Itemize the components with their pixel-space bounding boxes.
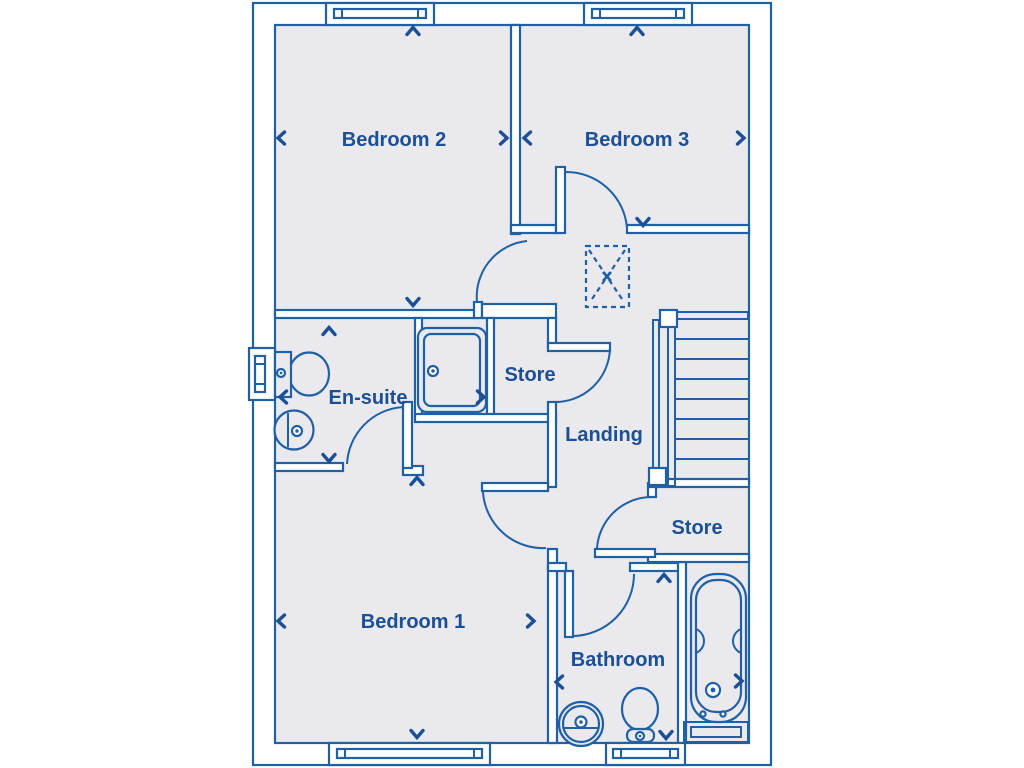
wall-bed2-bottom — [273, 308, 480, 320]
dim-arrow-right — [475, 389, 487, 405]
room-label-store-lower: Store — [671, 517, 722, 539]
room-label-bathroom: Bathroom — [571, 649, 665, 671]
door-leaf-bedroom1 — [480, 481, 550, 493]
room-label-bedroom-3: Bedroom 3 — [585, 129, 689, 151]
dim-arrow-up — [656, 571, 672, 584]
room-label-bedroom-2: Bedroom 2 — [342, 129, 446, 151]
door-arc-ensuite — [346, 406, 404, 465]
dim-arrow-left — [521, 130, 533, 146]
wall-bathroom-top-right — [628, 561, 681, 573]
bathtub-icon — [683, 572, 749, 743]
window-ensuite-left — [247, 346, 277, 402]
wall-store-lower-bottom — [646, 552, 751, 564]
dim-arrow-up — [405, 24, 421, 37]
door-arc-store-lower — [596, 496, 652, 549]
wall-shower-right — [485, 316, 496, 418]
toilet-icon — [620, 686, 660, 744]
dim-arrow-left — [275, 130, 287, 146]
bath-panel-inner — [690, 726, 742, 738]
door-arc-bathroom — [572, 573, 635, 637]
toilet-icon — [273, 350, 331, 399]
sink-icon — [273, 409, 315, 451]
sink-icon — [557, 700, 605, 748]
dim-arrow-up — [629, 24, 645, 37]
staircase — [647, 308, 749, 487]
dim-arrow-down — [321, 452, 337, 465]
door-leaf-bathroom — [563, 569, 575, 639]
room-label-en-suite: En-suite — [329, 387, 408, 409]
wall-bed2-door-cap — [472, 300, 484, 320]
wall-corridor-store-top — [480, 302, 558, 320]
bathroom-fixtures — [557, 572, 749, 748]
window-bedroom3-top — [582, 1, 694, 27]
wall-bed3-door-jamb — [509, 223, 558, 235]
wall-store-bottom — [413, 412, 558, 424]
door-leaf-bedroom3 — [554, 165, 567, 235]
door-arc-store-upper — [552, 347, 611, 404]
stair-newel-top — [658, 308, 679, 329]
door-leaf-ensuite — [401, 400, 414, 470]
window-bedroom1-bottom — [327, 741, 492, 767]
dim-arrow-left — [277, 389, 289, 405]
dim-arrow-left — [275, 613, 287, 629]
wall-bed3-bottom — [625, 223, 751, 235]
dim-arrow-right — [733, 673, 745, 689]
dim-arrow-up — [409, 474, 425, 487]
loft-hatch-icon — [584, 244, 631, 309]
bath-grip-left — [695, 628, 705, 654]
bath-grip-right — [732, 628, 742, 654]
wall-bed2-bed3 — [509, 23, 522, 236]
door-arc-bedroom1 — [482, 491, 547, 550]
shower-icon — [416, 326, 488, 414]
loft-hatch-x — [602, 271, 612, 282]
dim-arrow-down — [409, 728, 425, 741]
doors — [346, 165, 657, 639]
dimension-arrows — [275, 24, 747, 742]
dim-arrow-right — [498, 130, 510, 146]
room-label-bedroom-1: Bedroom 1 — [361, 611, 465, 633]
dim-arrow-down — [405, 296, 421, 309]
door-arc-bedroom2 — [475, 240, 528, 303]
dim-arrow-up — [321, 324, 337, 337]
door-leaf-store-upper — [546, 341, 612, 353]
room-label-store-upper: Store — [504, 364, 555, 386]
window-bathroom-bottom — [604, 741, 687, 767]
dim-arrow-left — [553, 674, 565, 690]
stair-newel-bottom — [647, 466, 668, 487]
dim-arrow-down — [658, 729, 674, 742]
door-leaf-store-lower — [593, 547, 657, 559]
bath-panel — [683, 721, 749, 743]
window-bedroom2-top — [324, 1, 436, 27]
dim-arrow-right — [735, 130, 747, 146]
ensuite-fixtures — [273, 326, 488, 451]
wall-bathroom-top-left — [546, 561, 568, 573]
door-arc-bedroom3 — [564, 170, 628, 229]
wall-bed1-bathroom — [546, 547, 559, 745]
windows — [247, 1, 694, 767]
wall-landing-left-mid — [546, 400, 558, 489]
room-label-landing: Landing — [565, 424, 643, 446]
wall-bath-alcove — [676, 560, 688, 745]
loft-hatch-outline — [584, 244, 631, 309]
dim-arrow-down — [635, 216, 651, 229]
room-labels: Bedroom 2 Bedroom 3 En-suite Store Landi… — [329, 129, 723, 671]
dim-arrow-right — [525, 613, 537, 629]
wall-ensuite-bottom — [273, 461, 345, 473]
